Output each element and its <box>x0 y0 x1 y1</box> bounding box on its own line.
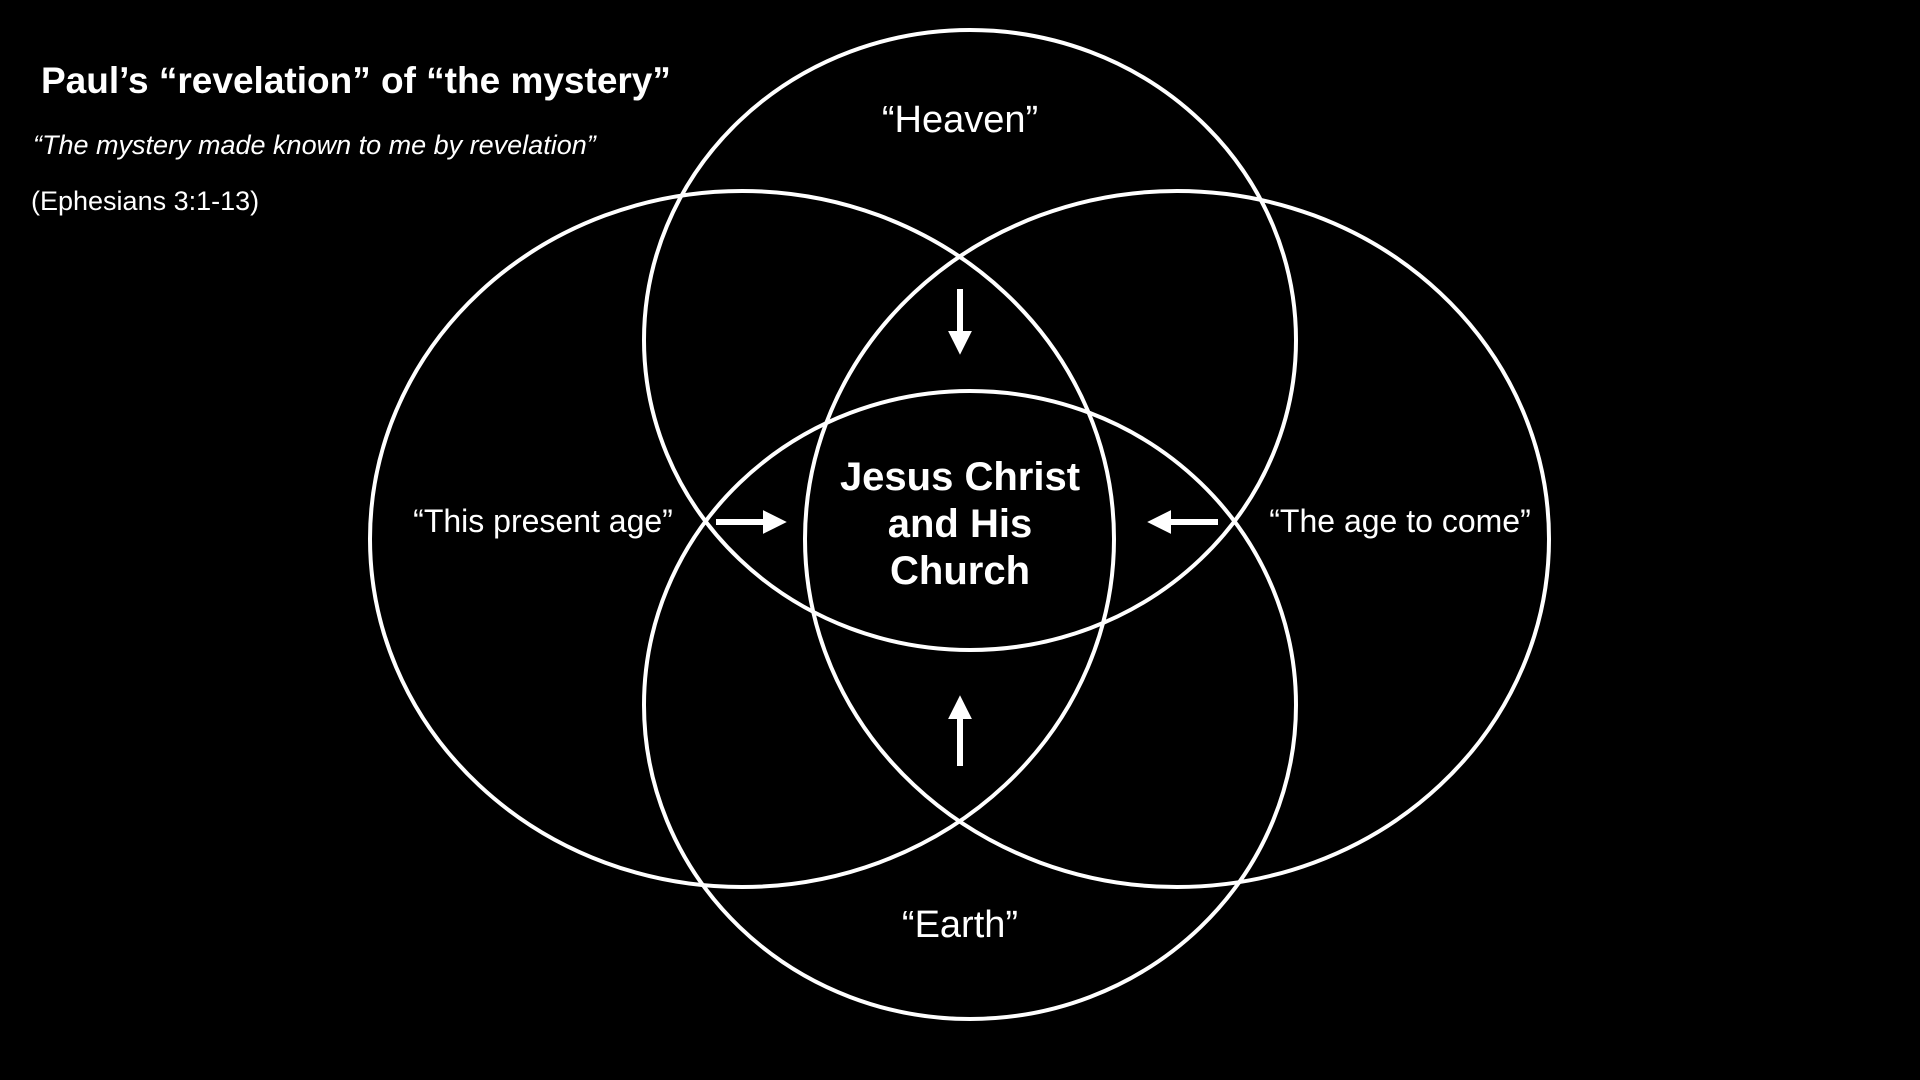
slide-title: Paul’s “revelation” of “the mystery” <box>41 60 671 101</box>
earth-label: “Earth” <box>902 904 1018 946</box>
age-to-come-label: “The age to come” <box>1269 503 1530 539</box>
slide-subtitle: “The mystery made known to me by revelat… <box>33 130 596 160</box>
center-line-3: Church <box>890 549 1030 593</box>
heaven-label: “Heaven” <box>882 99 1038 141</box>
present-age-label: “This present age” <box>413 503 673 539</box>
earth-circle <box>642 389 1298 1021</box>
heaven-circle <box>642 28 1298 652</box>
age-to-come-circle <box>803 189 1551 889</box>
center-line-2: and His <box>888 502 1032 546</box>
present-age-circle <box>368 189 1116 889</box>
scripture-reference: (Ephesians 3:1-13) <box>31 186 260 216</box>
center-line-1: Jesus Christ <box>840 455 1080 499</box>
